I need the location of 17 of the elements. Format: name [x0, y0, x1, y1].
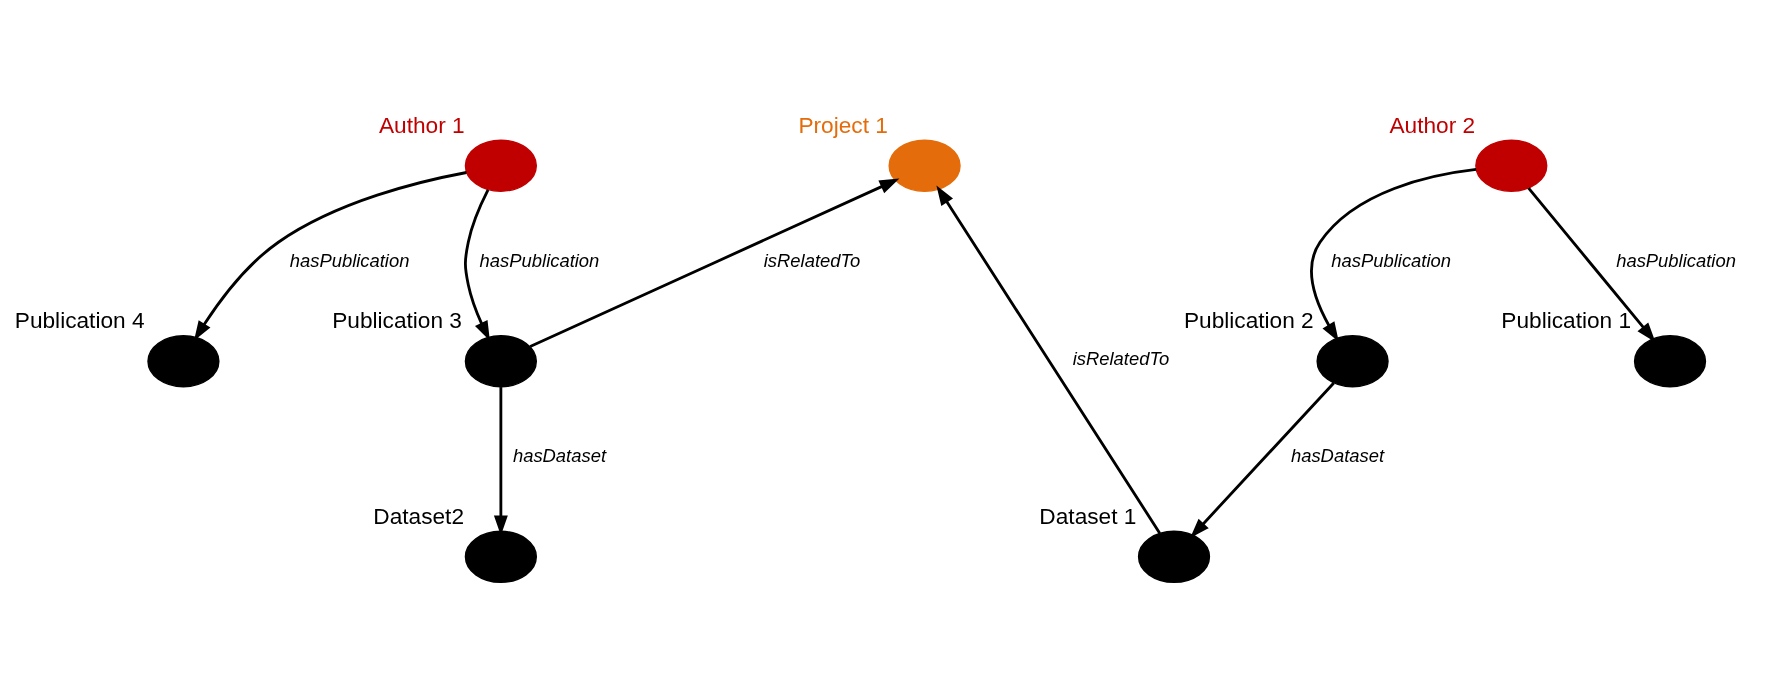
- node-label: Project 1: [798, 111, 888, 138]
- node-label: Author 2: [1389, 111, 1476, 138]
- edge-label: isRelatedTo: [1072, 347, 1170, 369]
- node-label: Publication 1: [1501, 306, 1632, 333]
- node-label: Author 1: [378, 111, 465, 138]
- node-label: Publication 3: [332, 306, 462, 333]
- node-label: Publication 2: [1183, 306, 1314, 333]
- edge-label: hasPublication: [1331, 249, 1452, 271]
- edge-label: isRelatedTo: [763, 249, 861, 271]
- node-label: Publication 4: [14, 306, 145, 333]
- edge-label: hasPublication: [289, 249, 410, 271]
- edge-label: hasPublication: [479, 249, 600, 271]
- edge-label: hasPublication: [1616, 249, 1736, 271]
- edge-label: hasDataset: [1290, 444, 1385, 466]
- edge-label: hasDataset: [512, 444, 607, 466]
- node-label: Dataset2: [373, 502, 465, 529]
- node-label: Dataset 1: [1039, 502, 1137, 529]
